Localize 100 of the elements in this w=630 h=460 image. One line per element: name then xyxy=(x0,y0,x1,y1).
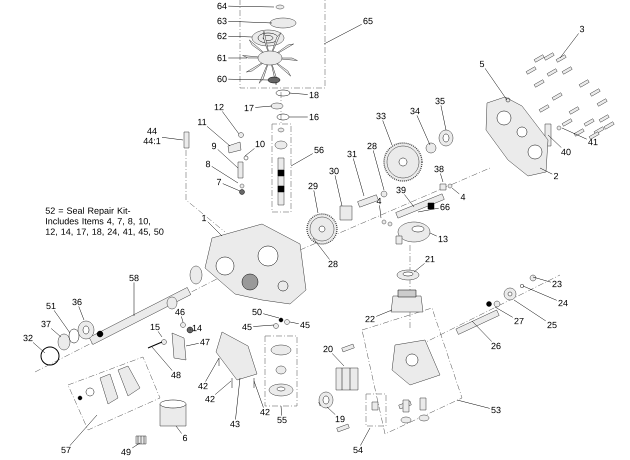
leader-line xyxy=(372,150,384,190)
callout-number: 31 xyxy=(346,150,358,158)
transaxle-drawing xyxy=(34,0,614,444)
leader-line xyxy=(208,222,222,236)
leader-line xyxy=(176,426,182,434)
leader-line xyxy=(32,342,46,354)
leader-line xyxy=(532,276,551,282)
leader-line xyxy=(326,406,336,415)
leader-line xyxy=(228,36,252,38)
leader-line xyxy=(562,128,587,140)
leader-line xyxy=(263,313,280,318)
callout-number: 53 xyxy=(490,406,502,414)
leader-line xyxy=(376,310,392,317)
callout-number: 29 xyxy=(307,182,319,190)
callout-number: 42 xyxy=(259,408,271,416)
leader-line xyxy=(288,116,308,118)
leader-line xyxy=(484,68,508,100)
leader-line xyxy=(235,378,240,420)
callout-number: 60 xyxy=(216,74,228,84)
leader-line xyxy=(253,324,274,327)
leader-line xyxy=(70,414,98,446)
leader-line xyxy=(430,232,437,236)
leader-line xyxy=(255,106,272,108)
callout-number: 64 xyxy=(216,2,228,10)
callout-number: 23 xyxy=(551,280,563,288)
leader-line xyxy=(222,183,240,192)
leader-line xyxy=(290,322,299,324)
callout-number: 13 xyxy=(437,234,449,244)
callout-number: 27 xyxy=(513,316,525,326)
leader-line xyxy=(353,158,364,196)
leader-line xyxy=(162,137,184,140)
callout-number: 65 xyxy=(362,16,374,26)
leader-line xyxy=(132,442,140,448)
callout-number: 42 xyxy=(204,394,216,404)
callout-number: 62 xyxy=(216,32,228,40)
callout-number: 18 xyxy=(308,90,320,100)
callout-number: 51 xyxy=(45,302,57,310)
callout-number: 19 xyxy=(334,414,346,424)
callout-number: 24 xyxy=(557,298,569,308)
leader-line xyxy=(440,105,446,130)
callout-number: 39 xyxy=(395,186,407,194)
leader-line xyxy=(244,148,255,156)
note: 52 = Seal Repair Kit- Includes Items 4, 7, 8, 10, 12, 14, 17, 18, 24, 41, 45, 50 xyxy=(46,207,164,236)
leader-line xyxy=(290,153,313,166)
leader-line xyxy=(206,126,230,146)
leader-line xyxy=(452,188,460,194)
callout-number: 28 xyxy=(327,260,339,268)
leader-line xyxy=(288,92,308,95)
callout-number: 21 xyxy=(424,254,436,264)
callout-number: 63 xyxy=(216,16,228,26)
callout-number: 15 xyxy=(149,322,161,332)
callout-number: 44 44:1 xyxy=(142,126,162,146)
leader-line xyxy=(418,208,439,212)
callout-number: 43 xyxy=(229,420,241,428)
leader-line xyxy=(416,115,430,146)
callout-number: 6 xyxy=(182,434,188,442)
leader-line xyxy=(254,380,264,408)
callout-number: 9 xyxy=(210,142,218,150)
leader-line xyxy=(522,286,557,301)
leader-line xyxy=(560,33,579,58)
leader-line xyxy=(540,168,552,174)
callout-number: 25 xyxy=(546,320,558,330)
callout-number: 17 xyxy=(243,104,255,112)
callout-number: 55 xyxy=(276,416,288,424)
leader-line xyxy=(440,173,444,182)
callout-number: 54 xyxy=(352,446,364,454)
leader-line xyxy=(414,263,425,272)
leader-line xyxy=(228,6,274,8)
leader-line xyxy=(205,358,220,382)
leader-line xyxy=(78,306,84,320)
callout-number: 47 xyxy=(199,338,211,346)
leader-line xyxy=(334,175,342,206)
callout-number: 10 xyxy=(254,140,266,148)
callout-number: 66 xyxy=(439,202,451,212)
leader-line xyxy=(186,343,199,346)
leader-line xyxy=(222,111,240,134)
callout-number: 22 xyxy=(364,314,376,324)
callout-number: 56 xyxy=(313,146,325,154)
leader-line xyxy=(548,134,562,148)
callout-number: 11 xyxy=(196,118,208,126)
leader-line xyxy=(181,316,184,322)
callout-number: 5 xyxy=(478,60,486,68)
leader-line xyxy=(332,353,344,366)
callout-number: 37 xyxy=(40,320,52,328)
callout-number: 49 xyxy=(120,448,132,456)
callout-number: 3 xyxy=(578,24,586,34)
leader-line xyxy=(152,346,172,371)
leader-line xyxy=(54,310,70,334)
leader-line xyxy=(280,406,282,416)
leader-line xyxy=(228,78,268,80)
callout-number: 32 xyxy=(22,334,34,342)
leader-line xyxy=(514,300,546,322)
leader-line xyxy=(218,149,238,168)
leader-line xyxy=(379,205,382,218)
leader-line xyxy=(324,24,362,44)
leader-line xyxy=(212,166,238,184)
callout-number: 28 xyxy=(366,142,378,150)
leader-line xyxy=(214,380,232,395)
callout-number: 1 xyxy=(200,214,208,222)
leader-line xyxy=(456,400,490,409)
